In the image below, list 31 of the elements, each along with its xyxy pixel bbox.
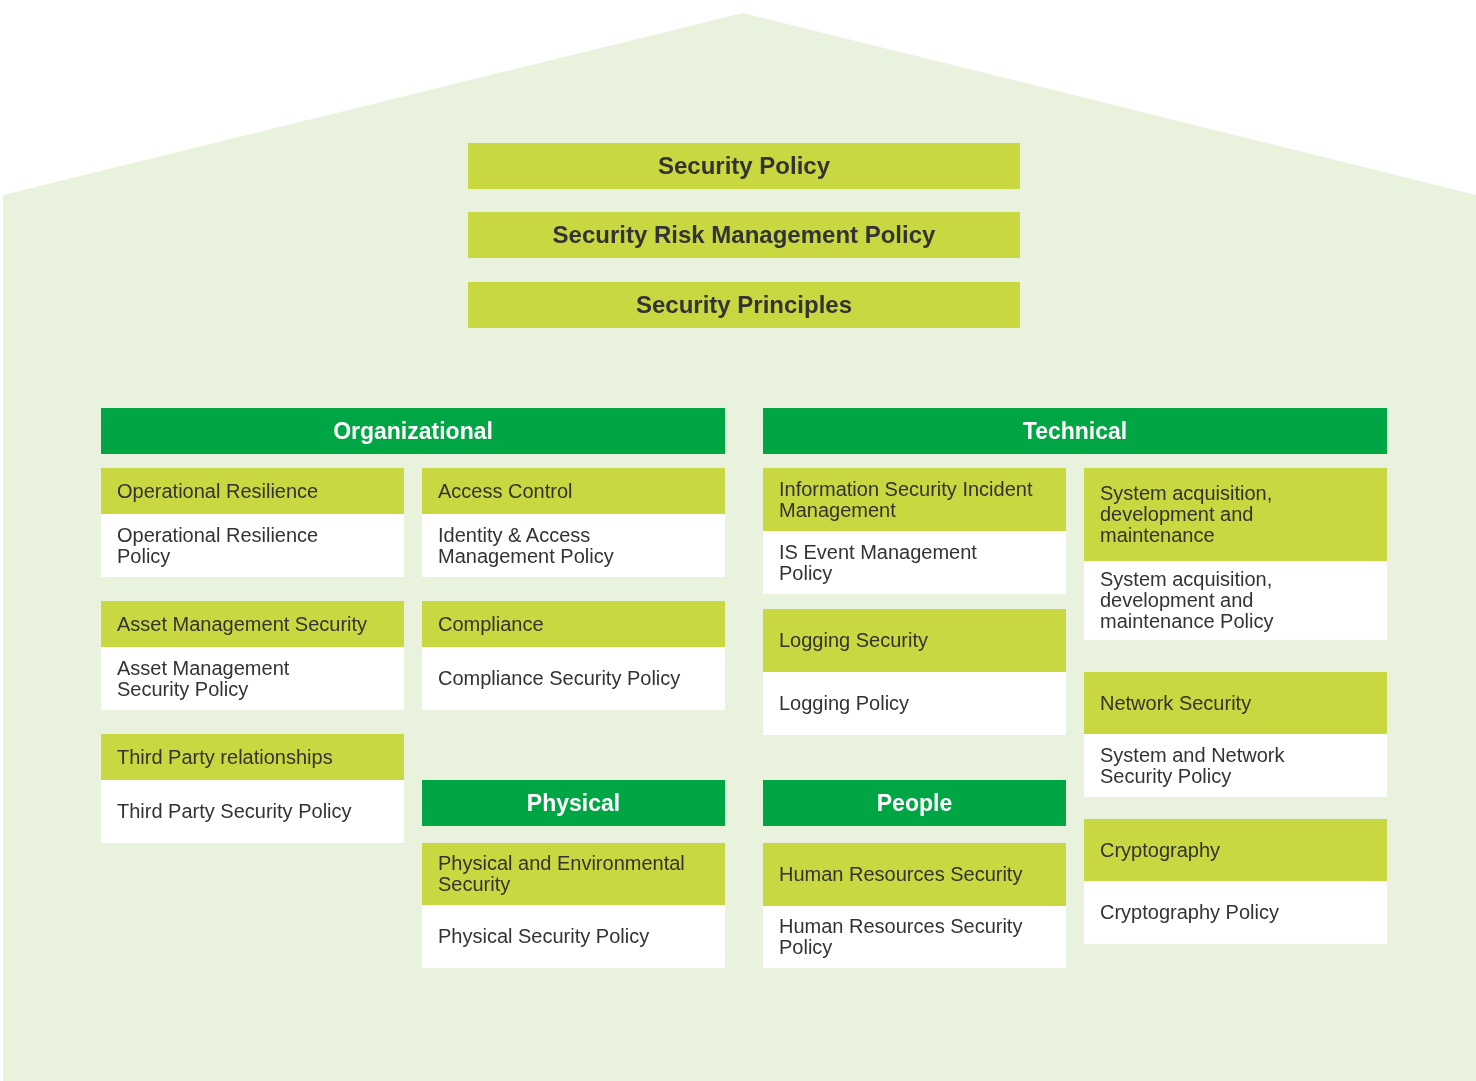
section-heading-band: Physical [422,780,725,826]
category-heading: Access Control [422,468,725,514]
category-heading: System acquisition, development and maintenance [1084,468,1387,561]
policy-name: Identity & Access Management Policy [422,514,725,577]
policy-bar: Security Risk Management Policy [468,212,1020,258]
policy-bar: Security Principles [468,282,1020,328]
category-heading: Third Party relationships [101,734,404,780]
policy-name: Human Resources Security Policy [763,906,1066,968]
category-heading: Operational Resilience [101,468,404,514]
category-heading: Asset Management Security [101,601,404,647]
policy-name: Asset Management Security Policy [101,647,404,710]
category-heading: Logging Security [763,609,1066,672]
policy-name: Logging Policy [763,672,1066,735]
policy-name: System acquisition, development and maintenance Policy [1084,561,1387,640]
category-heading: Human Resources Security [763,843,1066,906]
policy-name: Operational Resilience Policy [101,514,404,577]
category-heading: Information Security Incident Management [763,468,1066,531]
policy-bar: Security Policy [468,143,1020,189]
policy-name: System and Network Security Policy [1084,734,1387,797]
category-heading: Physical and Environmental Security [422,843,725,905]
section-heading-band: Organizational [101,408,725,454]
category-heading: Compliance [422,601,725,647]
category-heading: Network Security [1084,672,1387,734]
policy-name: Compliance Security Policy [422,647,725,710]
policy-name: IS Event Management Policy [763,531,1066,594]
section-heading-band: Technical [763,408,1387,454]
policy-name: Cryptography Policy [1084,881,1387,944]
category-heading: Cryptography [1084,819,1387,881]
policy-name: Physical Security Policy [422,905,725,968]
section-heading-band: People [763,780,1066,826]
policy-name: Third Party Security Policy [101,780,404,843]
